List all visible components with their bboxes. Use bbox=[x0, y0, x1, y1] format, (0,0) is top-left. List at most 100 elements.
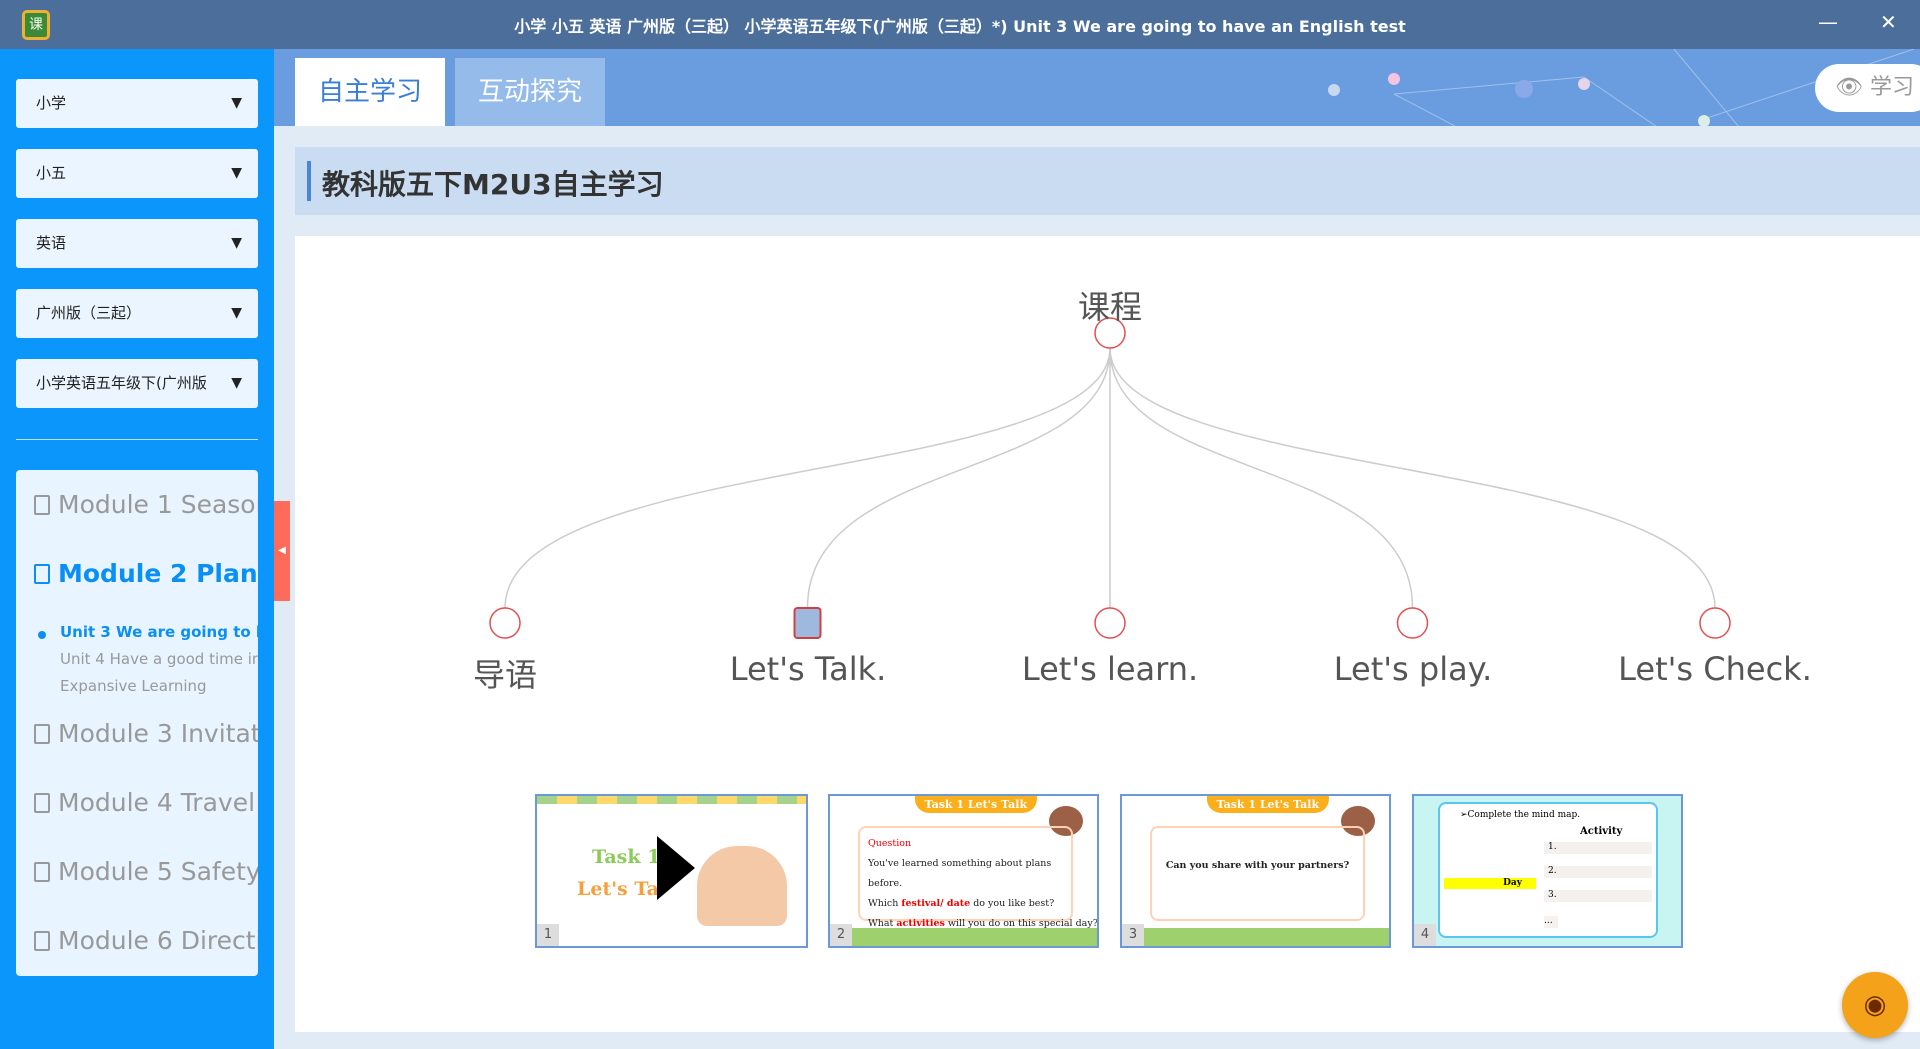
caret-down-icon: ▼ bbox=[231, 165, 242, 181]
module-label: Module 3 Invitations bbox=[58, 719, 258, 748]
sidebar: 小学 ▼ 小五 ▼ 英语 ▼ 广州版（三起） ▼ 小学英语五年级下(广州版 ▼ Modul… bbox=[0, 49, 274, 1049]
select-value: 英语 bbox=[36, 234, 67, 252]
module-item[interactable]: Module 5 Safety bbox=[34, 857, 258, 886]
collapse-sidebar-button[interactable]: ◀ bbox=[274, 501, 290, 601]
slide-stripe bbox=[537, 796, 806, 804]
accent-bar bbox=[307, 161, 311, 201]
slide-thumbnail-3[interactable]: Task 1 Let's Talk Can you share with you… bbox=[1120, 794, 1391, 948]
book-icon bbox=[34, 494, 50, 515]
eye-icon: 👁 bbox=[1835, 75, 1863, 100]
select-value: 小学 bbox=[36, 94, 67, 112]
minimize-button[interactable]: — bbox=[1818, 10, 1838, 34]
caret-down-icon: ▼ bbox=[231, 375, 242, 391]
mindmap-node-label[interactable]: Let's learn. bbox=[1021, 650, 1199, 688]
study-mode-button[interactable]: 👁 学习 bbox=[1815, 64, 1920, 112]
slide-text: do you like best? bbox=[970, 898, 1055, 909]
select-value: 小学英语五年级下(广州版 bbox=[36, 374, 207, 392]
mindmap-edge bbox=[1109, 347, 1716, 609]
subject-select[interactable]: 英语 ▼ bbox=[16, 219, 258, 268]
slide-text: Day bbox=[1444, 878, 1536, 889]
stage-select[interactable]: 小学 ▼ bbox=[16, 79, 258, 128]
active-bullet-icon bbox=[38, 631, 46, 639]
slide-text: Activity bbox=[1580, 826, 1623, 837]
grass-decoration bbox=[830, 928, 1097, 946]
book-icon bbox=[34, 792, 50, 813]
mindmap-node-label[interactable]: Let's play. bbox=[1333, 650, 1493, 688]
select-value: 小五 bbox=[36, 164, 67, 182]
slide-text: activities bbox=[896, 918, 945, 929]
mindmap-edge bbox=[806, 347, 1111, 609]
divider bbox=[16, 439, 258, 440]
slide-text: Question bbox=[868, 838, 912, 849]
slide-card: Question You've learned something about … bbox=[858, 826, 1097, 929]
play-icon[interactable] bbox=[657, 836, 695, 900]
eye-floating-button[interactable]: ◉ bbox=[1842, 972, 1908, 1038]
slide-number: 3 bbox=[1122, 924, 1144, 946]
slide-banner: Task 1 Let's Talk bbox=[914, 796, 1038, 813]
mindmap-node-label[interactable]: Let's Talk. bbox=[729, 650, 887, 688]
grass-decoration bbox=[1122, 928, 1389, 946]
module-label: Module 4 Travel bbox=[58, 788, 256, 817]
module-item[interactable]: Module 6 Directions bbox=[34, 926, 258, 955]
mindmap-node-label[interactable]: 导语 bbox=[472, 656, 538, 694]
mindmap-node[interactable] bbox=[1699, 607, 1731, 639]
slide-number: 1 bbox=[537, 924, 559, 946]
slide-text: 2. bbox=[1544, 866, 1652, 878]
module-item[interactable]: Module 3 Invitations bbox=[34, 719, 258, 748]
book-icon bbox=[34, 723, 50, 744]
module-label: Module 6 Directions bbox=[58, 926, 258, 955]
mindmap-node-label[interactable]: Let's Check. bbox=[1618, 650, 1812, 688]
slide-text: Which bbox=[868, 898, 902, 909]
caret-down-icon: ▼ bbox=[231, 235, 242, 251]
slide-card: ➢Complete the mind map. Activity Day 1. … bbox=[1438, 802, 1658, 938]
mindmap-root-label[interactable]: 课程 bbox=[1077, 288, 1143, 326]
window-title: 小学 小五 英语 广州版（三起） 小学英语五年级下(广州版（三起）*) Unit… bbox=[514, 17, 1406, 36]
module-item[interactable]: Module 1 Seasons bbox=[34, 490, 258, 519]
section-title: 教科版五下M2U3自主学习 bbox=[322, 168, 664, 201]
slide-thumbnail-4[interactable]: ➢Complete the mind map. Activity Day 1. … bbox=[1412, 794, 1683, 948]
module-item-active[interactable]: Module 2 Plans bbox=[34, 559, 258, 588]
mindmap-edge bbox=[1109, 347, 1414, 609]
edition-select[interactable]: 广州版（三起） ▼ bbox=[16, 289, 258, 338]
close-button[interactable]: ✕ bbox=[1880, 10, 1897, 34]
title-bar: 课 小学 小五 英语 广州版（三起） 小学英语五年级下(广州版（三起）*) Un… bbox=[0, 0, 1920, 49]
mindmap-node[interactable] bbox=[489, 607, 521, 639]
caret-down-icon: ▼ bbox=[231, 305, 242, 321]
unit-item-active[interactable]: Unit 3 We are going to have an English t… bbox=[60, 623, 258, 641]
grade-select[interactable]: 小五 ▼ bbox=[16, 149, 258, 198]
tab-interactive[interactable]: 互动探究 bbox=[455, 58, 605, 126]
slide-text: ... bbox=[1544, 916, 1558, 928]
module-label: Module 2 Plans bbox=[58, 559, 258, 588]
book-select[interactable]: 小学英语五年级下(广州版 ▼ bbox=[16, 359, 258, 408]
kids-illustration bbox=[697, 846, 787, 926]
slide-text: You've learned something about plans bef… bbox=[868, 858, 1052, 889]
network-decoration bbox=[1328, 49, 1915, 126]
mindmap-node[interactable] bbox=[1396, 607, 1429, 639]
tab-self-study[interactable]: 自主学习 bbox=[295, 58, 445, 126]
mindmap-node[interactable] bbox=[1094, 607, 1126, 639]
slide-text: 1. bbox=[1544, 842, 1652, 854]
slide-text: festival/ date bbox=[901, 898, 971, 909]
app-logo-icon: 课 bbox=[22, 10, 50, 40]
module-label: Module 5 Safety bbox=[58, 857, 258, 886]
slide-thumbnail-1[interactable]: Task 1 Let's Talk 1 bbox=[535, 794, 808, 948]
notebook-icon[interactable] bbox=[793, 607, 822, 639]
unit-item[interactable]: Expansive Learning bbox=[60, 677, 207, 695]
section-header: 教科版五下M2U3自主学习 bbox=[295, 147, 1920, 215]
study-label: 学习 bbox=[1869, 75, 1914, 100]
slide-text: Let's Talk bbox=[577, 878, 657, 900]
caret-down-icon: ▼ bbox=[231, 95, 242, 111]
slide-text: Task 1 bbox=[592, 846, 661, 868]
slide-text: will you do on this special day? bbox=[944, 918, 1098, 929]
select-value: 广州版（三起） bbox=[36, 304, 142, 322]
slide-text: What bbox=[868, 918, 897, 929]
module-list: Module 1 Seasons Module 2 Plans Unit 3 W… bbox=[16, 470, 258, 976]
module-label: Module 1 Seasons bbox=[58, 490, 258, 519]
unit-item[interactable]: Unit 4 Have a good time in bbox=[60, 650, 258, 668]
mindmap-edge bbox=[504, 347, 1111, 609]
module-item[interactable]: Module 4 Travel bbox=[34, 788, 255, 817]
slide-thumbnail-2[interactable]: Task 1 Let's Talk Question You've learne… bbox=[828, 794, 1099, 948]
slide-number: 4 bbox=[1414, 924, 1436, 946]
book-icon bbox=[34, 861, 50, 882]
mindmap-root-node[interactable] bbox=[1094, 317, 1126, 349]
